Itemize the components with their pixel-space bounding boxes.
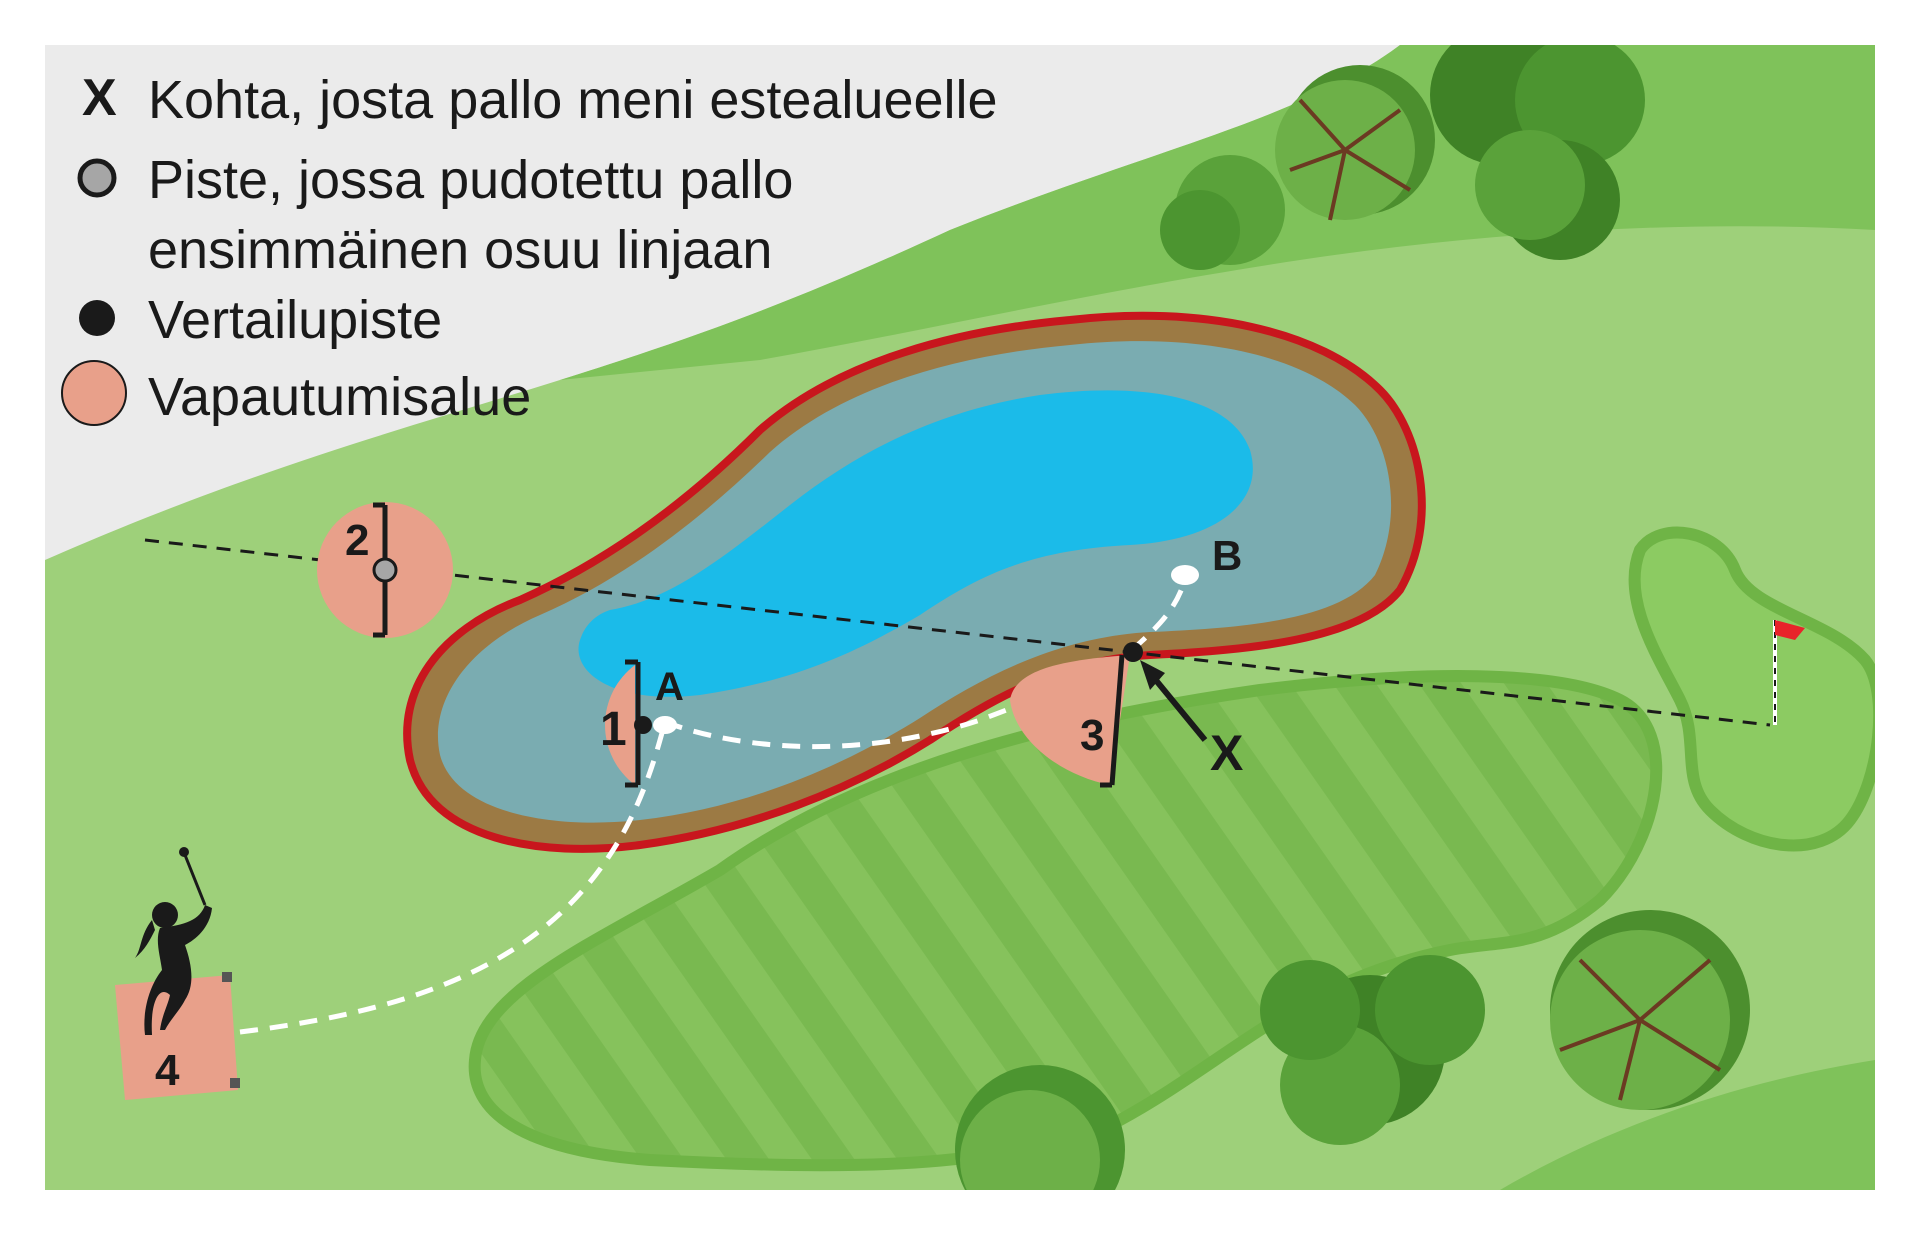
reference-point <box>1123 642 1143 662</box>
rough-lower-right <box>1500 1060 1875 1190</box>
area-4-label: 4 <box>155 1046 180 1095</box>
legend-item-reference-point: Vertailupiste <box>79 290 442 350</box>
area-3-label: 3 <box>1080 711 1104 760</box>
reference-point-a <box>634 716 652 734</box>
penalty-area <box>403 311 1426 853</box>
x-mark-icon: X <box>82 69 117 127</box>
flag-icon <box>1773 620 1805 725</box>
legend-item-relief-area-label: Vapautumisalue <box>148 367 531 427</box>
legend-item-x-label: Kohta, josta pallo meni estealueelle <box>148 70 998 130</box>
entry-x-label: X <box>1210 725 1243 781</box>
point-b-label: B <box>1212 532 1242 579</box>
arrow-head <box>1140 660 1165 690</box>
legend-item-x: X Kohta, josta pallo meni estealueelle <box>82 69 998 130</box>
legend: X Kohta, josta pallo meni estealueelle P… <box>61 69 998 427</box>
point-a-label: A <box>655 665 684 709</box>
out-of-course-area <box>45 45 1400 560</box>
fairway <box>468 670 1663 1172</box>
trees-bottom <box>955 910 1750 1190</box>
ball-flight-path-b <box>1130 579 1188 652</box>
drop-point <box>372 557 398 583</box>
legend-item-relief-area: Vapautumisalue <box>61 360 531 427</box>
relief-area-3: 3 <box>1010 654 1130 788</box>
salmon-circle-icon <box>61 360 127 426</box>
black-dot-icon <box>79 300 115 336</box>
ball-a <box>653 716 677 734</box>
putting-green <box>1628 526 1875 852</box>
entry-arrow <box>1147 671 1208 742</box>
relief-area-2: 2 <box>317 502 453 638</box>
legend-item-drop-point: Piste, jossa pudotettu pallo ensimmäinen… <box>77 150 793 280</box>
area-1-label: 1 <box>600 703 627 756</box>
area-2-label: 2 <box>345 516 369 565</box>
course-background: 1 A 2 3 B X <box>45 45 1875 1190</box>
legend-item-drop-point-label-2: ensimmäinen osuu linjaan <box>148 220 772 280</box>
ball-b <box>1171 565 1199 585</box>
ball-flight-path <box>239 721 668 1035</box>
trees-top <box>1160 45 1645 270</box>
golfer-icon <box>135 847 212 1035</box>
water-deep <box>578 390 1253 697</box>
legend-item-reference-point-label: Vertailupiste <box>148 290 442 350</box>
legend-item-drop-point-label: Piste, jossa pudotettu pallo <box>148 150 793 210</box>
relief-area-4: 4 <box>115 847 240 1100</box>
ball-flight-path-a <box>664 648 1134 750</box>
relief-area-1: 1 A <box>600 659 684 788</box>
grey-dot-icon <box>77 158 117 198</box>
